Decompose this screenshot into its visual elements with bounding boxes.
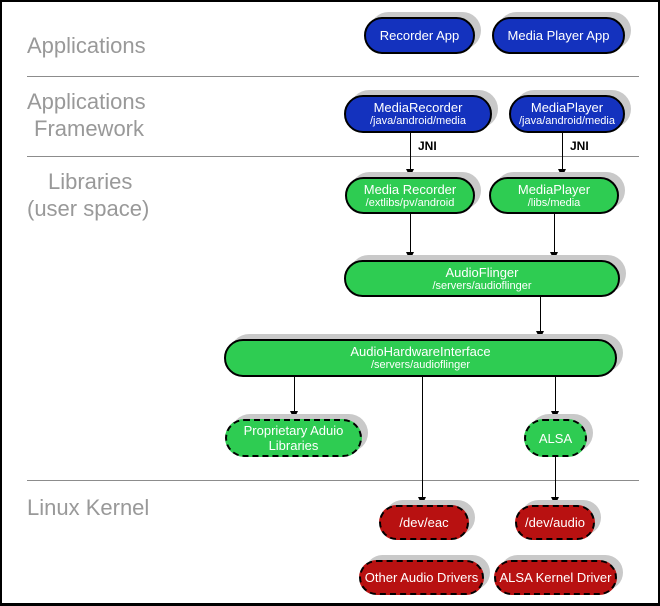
node-label: Other Audio Drivers xyxy=(364,570,479,585)
section-label-linux-kernel: Linux Kernel xyxy=(27,495,150,520)
connector-ahi-to-alsa-arrowhead-icon xyxy=(551,411,559,419)
node-label: Media Player App xyxy=(507,28,610,43)
connector-audioflinger-to-ahi-arrowhead-icon xyxy=(536,331,544,339)
connector-ahi-to-proprietary-arrowhead-icon xyxy=(290,411,298,419)
node-alsa-kernel-driver: ALSA Kernel Driver xyxy=(494,560,617,595)
node-dev-audio: /dev/audio xyxy=(515,505,595,540)
node-mediaplayer-lib: MediaPlayer /libs/media xyxy=(489,177,619,214)
section-label-framework-line2: Framework xyxy=(34,116,145,141)
connector-alsa-to-dev-audio-line xyxy=(555,457,556,497)
node-alsa: ALSA xyxy=(524,419,587,457)
connector-audioflinger-to-ahi-line xyxy=(540,297,541,331)
node-mediarecorder-framework: MediaRecorder /java/android/media xyxy=(344,95,492,133)
connector-mediarecorder-to-audioflinger-arrowhead-icon xyxy=(406,252,414,260)
node-label: MediaRecorder xyxy=(373,100,463,115)
connector-ahi-to-dev-eac-line xyxy=(422,377,423,497)
node-path: /java/android/media xyxy=(518,115,615,127)
node-label: AudioFlinger xyxy=(445,264,519,280)
section-label-libraries-line1: Libraries xyxy=(48,169,133,194)
node-audioflinger: AudioFlinger /servers/audioflinger xyxy=(344,260,620,297)
connector-jni-left-label: JNI xyxy=(418,139,437,153)
node-path: /libs/media xyxy=(527,196,581,209)
node-path: /servers/audioflinger xyxy=(370,359,471,371)
connector-mediaplayer-to-audioflinger-arrowhead-icon xyxy=(550,252,558,260)
node-proprietary-audio-libraries: Proprietary Aduio Libraries xyxy=(225,419,362,457)
connector-alsa-to-dev-audio-arrowhead-icon xyxy=(551,497,559,505)
node-media-player-app: Media Player App xyxy=(492,17,625,54)
node-other-audio-drivers: Other Audio Drivers xyxy=(359,560,484,595)
node-label: ALSA xyxy=(538,430,573,446)
section-label-framework-line1: Applications xyxy=(27,89,146,114)
node-mediaplayer-framework: MediaPlayer /java/android/media xyxy=(509,95,625,133)
node-label: MediaPlayer xyxy=(517,181,591,197)
node-path: /extlibs/pv/android xyxy=(365,196,455,209)
connector-jni-left-line xyxy=(410,133,411,170)
connector-jni-right-label: JNI xyxy=(570,139,589,153)
node-label: MediaPlayer xyxy=(530,100,604,115)
node-label: ALSA Kernel Driver xyxy=(499,570,612,585)
section-label-applications: Applications xyxy=(27,33,146,58)
separator-libraries-kernel xyxy=(27,480,639,481)
connector-mediarecorder-to-audioflinger-line xyxy=(410,214,411,252)
node-label: Recorder App xyxy=(379,28,460,43)
separator-applications-framework xyxy=(27,76,639,77)
node-label: AudioHardwareInterface xyxy=(350,344,491,359)
connector-jni-right-arrowhead-icon xyxy=(558,169,566,177)
node-recorder-app: Recorder App xyxy=(364,17,475,54)
node-label: Media Recorder xyxy=(363,181,457,197)
node-dev-eac: /dev/eac xyxy=(379,505,469,540)
node-label: /dev/audio xyxy=(525,515,585,530)
node-path: /servers/audioflinger xyxy=(432,279,532,292)
connector-jni-right-line xyxy=(562,133,563,170)
node-path: /java/android/media xyxy=(369,115,466,127)
separator-framework-libraries xyxy=(27,156,639,157)
node-label-line1: Proprietary Aduio xyxy=(243,423,344,438)
node-label-line2: Libraries xyxy=(268,438,319,453)
connector-ahi-to-dev-eac-arrowhead-icon xyxy=(418,497,426,505)
section-label-libraries-line2: (user space) xyxy=(27,196,150,221)
connector-ahi-to-alsa-line xyxy=(555,377,556,411)
node-audiohardwareinterface: AudioHardwareInterface /servers/audiofli… xyxy=(224,339,617,377)
node-media-recorder-lib: Media Recorder /extlibs/pv/android xyxy=(345,177,475,214)
connector-mediaplayer-to-audioflinger-line xyxy=(554,214,555,252)
connector-ahi-to-proprietary-line xyxy=(294,377,295,411)
connector-jni-left-arrowhead-icon xyxy=(406,169,414,177)
node-label: /dev/eac xyxy=(399,515,449,530)
